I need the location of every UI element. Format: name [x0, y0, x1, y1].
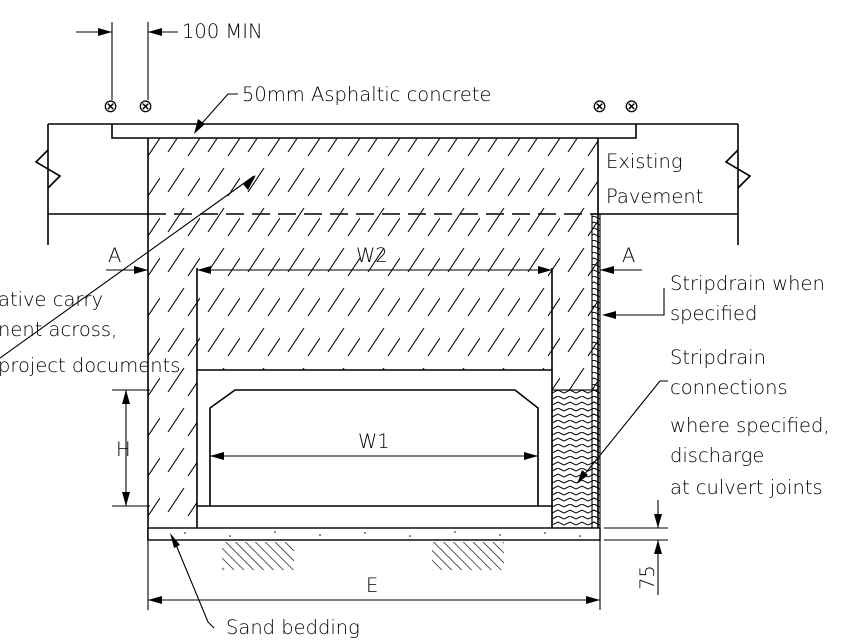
existing-pavement-line2: Pavement — [606, 185, 703, 208]
w2-label: W2 — [356, 244, 388, 267]
connection-line1: Stripdrain — [670, 346, 766, 369]
asphalt-label: 50mm Asphaltic concrete — [242, 83, 492, 106]
sand-bedding — [147, 527, 601, 570]
sand-leader — [173, 539, 215, 629]
min-arrow-right-head — [148, 28, 162, 36]
connection-line5: at culvert joints — [670, 476, 823, 499]
min-clearance-label: 100 MIN — [182, 20, 263, 43]
backfill-hatch — [148, 138, 598, 528]
stripdrain-leader — [608, 288, 665, 316]
leaders — [0, 93, 668, 629]
sand-dots — [184, 531, 581, 537]
break-mark-right — [724, 149, 752, 189]
stripdrain-connection-block — [551, 389, 599, 529]
marker-1: ⊗ — [103, 96, 118, 117]
marker-2: ⊗ — [138, 96, 153, 117]
sand-bedding-layer — [147, 527, 601, 541]
earth-hatch-right — [432, 542, 504, 570]
section-a-right: A — [622, 244, 635, 267]
earth-hatch-left — [222, 542, 294, 570]
connection-line3: where specified, — [670, 414, 830, 437]
stripdrain-line1: Stripdrain when — [670, 272, 825, 295]
existing-pavement-line1: Existing — [606, 150, 683, 173]
sand-bedding-label: Sand bedding — [226, 616, 360, 639]
asphalt-layer — [111, 124, 637, 139]
section-a-left: A — [108, 244, 121, 267]
connection-line2: connections — [670, 376, 788, 399]
h-label: H — [116, 438, 131, 461]
break-mark-left — [34, 149, 62, 189]
culvert-inner — [209, 389, 539, 506]
alt-note-leader — [0, 175, 255, 359]
alt-note-line2: nent across, — [0, 318, 117, 341]
alt-note-line1: ative carry — [0, 288, 103, 311]
connection-leader — [579, 380, 668, 481]
backfill-zone — [147, 138, 599, 540]
stripdrain-line2: specified — [670, 302, 757, 325]
min-arrow-left-head — [98, 28, 112, 36]
connection-line4: discharge — [670, 444, 764, 467]
culvert-outer — [196, 369, 553, 528]
asphalt-outline — [111, 124, 637, 139]
marker-3: ⊗ — [592, 96, 607, 117]
asphalt-leader — [195, 93, 238, 131]
marker-4: ⊗ — [624, 96, 639, 117]
culvert-box — [196, 268, 553, 528]
alt-note-line3: project documents — [0, 354, 180, 377]
w1-label: W1 — [358, 430, 390, 453]
labels: ⊗ ⊗ ⊗ ⊗ 100 MIN 50mm Asphaltic concrete … — [0, 20, 830, 639]
dim75-label: 75 — [636, 565, 659, 590]
dimensions — [76, 22, 668, 610]
e-label: E — [366, 574, 378, 597]
